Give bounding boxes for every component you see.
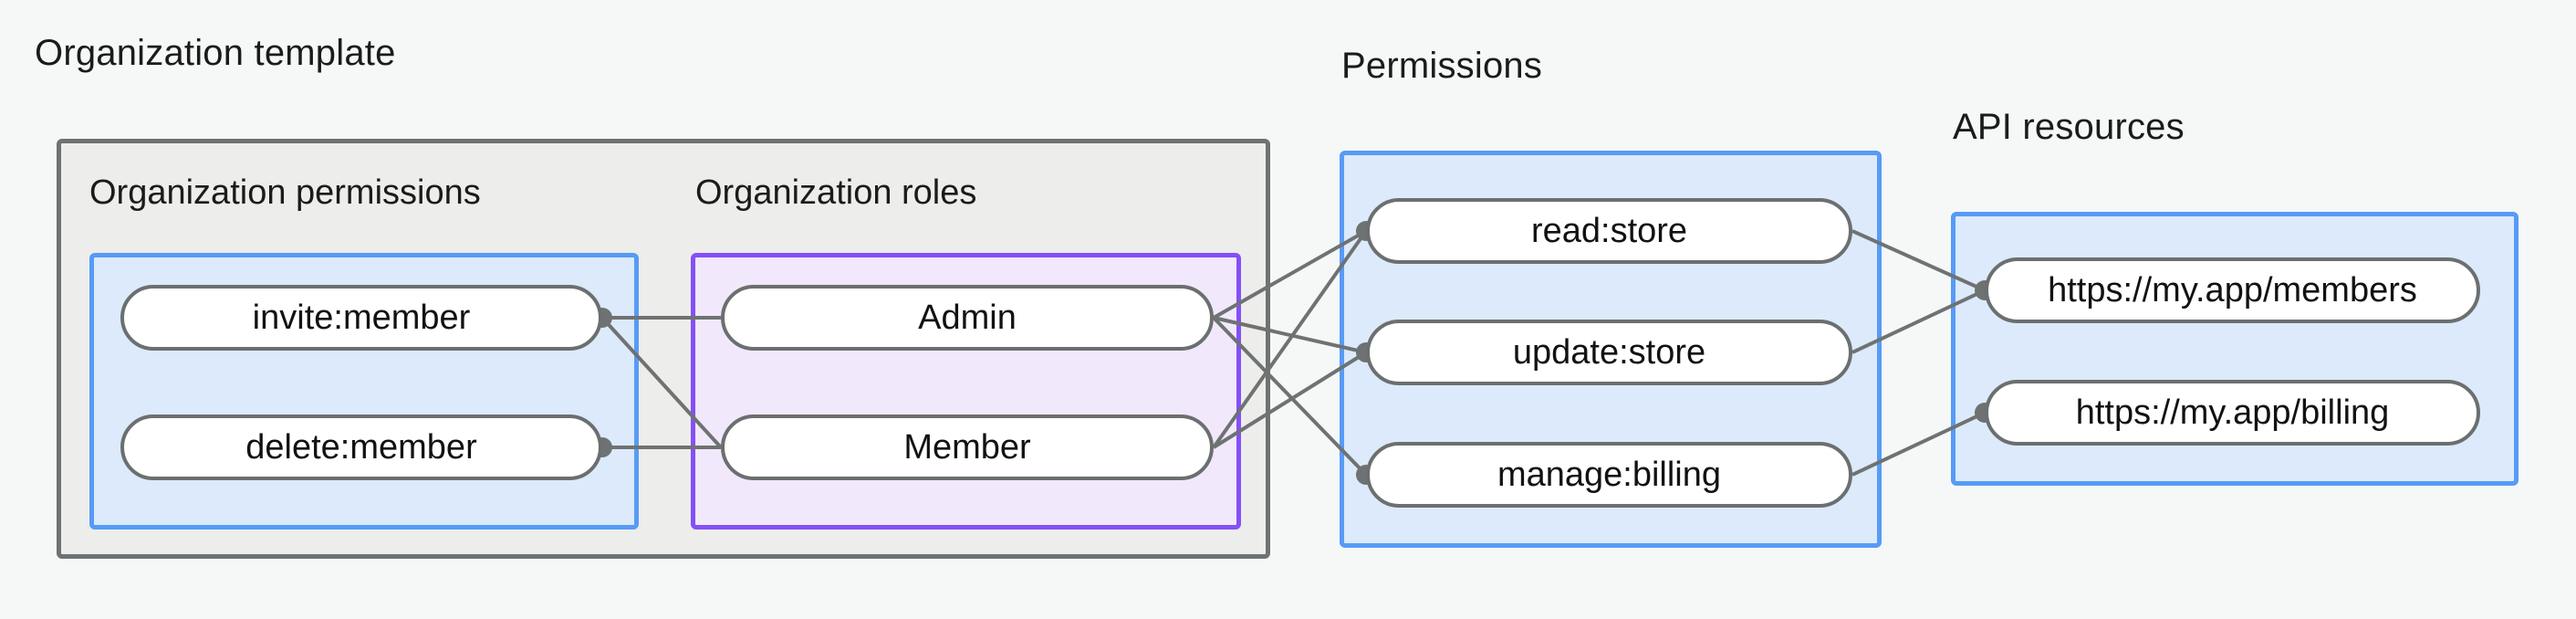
subgroup-title-organization-permissions: Organization permissions [89, 173, 481, 212]
group-title-organization-template: Organization template [35, 33, 396, 73]
node-member[interactable]: Member [721, 414, 1214, 480]
subgroup-title-organization-roles: Organization roles [695, 173, 977, 212]
node-members-url[interactable]: https://my.app/members [1985, 257, 2480, 323]
node-invite-member[interactable]: invite:member [120, 285, 602, 351]
node-update-store[interactable]: update:store [1366, 320, 1852, 385]
node-delete-member[interactable]: delete:member [120, 414, 602, 480]
node-billing-url[interactable]: https://my.app/billing [1985, 380, 2480, 446]
group-title-permissions: Permissions [1341, 46, 1543, 86]
node-read-store[interactable]: read:store [1366, 198, 1852, 264]
node-admin[interactable]: Admin [721, 285, 1214, 351]
node-manage-billing[interactable]: manage:billing [1366, 442, 1852, 508]
group-title-api-resources: API resources [1953, 107, 2185, 147]
